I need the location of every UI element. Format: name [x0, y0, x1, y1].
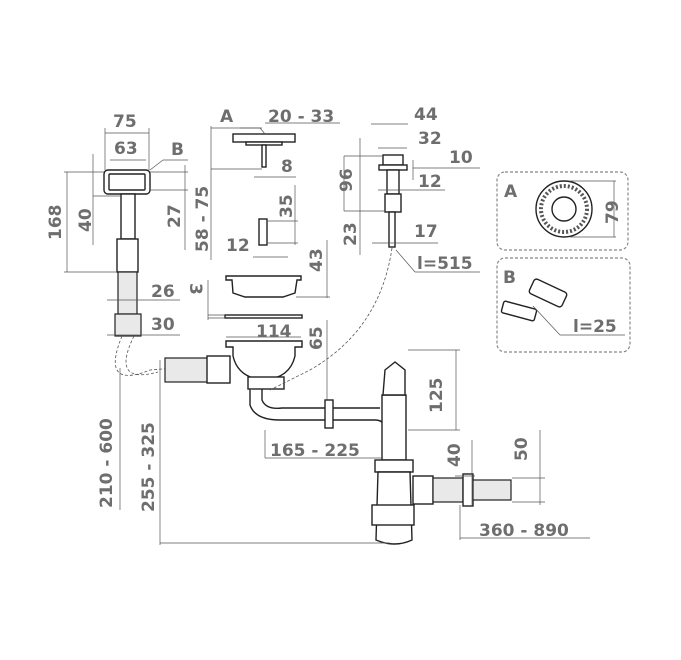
dim-button-height: 96 — [337, 168, 357, 192]
dim-screw-len: 35 — [277, 194, 297, 218]
dim-screw-dia: 12 — [226, 236, 250, 256]
detail-a-label: A — [504, 182, 518, 202]
dim-button-thread: 12 — [418, 172, 442, 192]
dim-strainer-dia: 79 — [603, 200, 623, 224]
dim-overflow-range: 210 - 600 — [97, 418, 117, 508]
dim-overflow-width-outer: 75 — [113, 112, 137, 132]
strainer-slots — [539, 184, 589, 234]
siphon-assembly — [249, 361, 512, 545]
dim-outlet-dia: 50 — [512, 437, 532, 461]
overflow-assembly — [103, 169, 176, 376]
dim-outlet-height: 40 — [445, 443, 465, 467]
dim-stem-dia: 8 — [281, 157, 293, 177]
label-part-b: B — [171, 140, 184, 160]
dim-hose-dia: 26 — [151, 282, 175, 302]
dim-horizontal-range: 165 - 225 — [270, 441, 360, 461]
detail-b-label: B — [503, 268, 516, 288]
dim-basket-dia: 114 — [256, 322, 292, 342]
dim-gasket: 3 — [185, 283, 205, 295]
button-dimensions — [343, 123, 480, 273]
dim-button-outer: 44 — [414, 105, 438, 125]
dim-overflow-height: 168 — [46, 205, 66, 241]
detail-box-a — [496, 171, 629, 251]
dim-height-small: 27 — [165, 204, 185, 228]
dim-outlet-length: 360 - 890 — [479, 521, 569, 541]
overflow-cover — [528, 278, 568, 308]
dim-trap-height: 125 — [427, 378, 447, 414]
dim-cable-length: l=515 — [417, 254, 473, 274]
dim-outlet-dia: 30 — [151, 315, 175, 335]
dim-basket-h: 43 — [307, 248, 327, 272]
dim-overflow-head: 40 — [76, 208, 96, 232]
label-plug-a: A — [220, 107, 234, 127]
dim-plug-range: 20 - 33 — [268, 107, 334, 127]
dim-button-cap: 10 — [449, 148, 473, 168]
overflow-dimensions — [64, 128, 188, 336]
dim-button-inner: 32 — [418, 129, 442, 149]
dim-body-h: 65 — [307, 326, 327, 350]
dim-overflow-width-inner: 63 — [114, 139, 138, 159]
dim-total-height: 255 - 325 — [139, 422, 159, 512]
overflow-plate — [500, 300, 538, 322]
plug-dimensions — [207, 122, 340, 410]
dim-height-range: 58 - 75 — [193, 186, 213, 252]
dim-button-lower: 23 — [341, 222, 361, 246]
dim-screw-length: l=25 — [573, 317, 617, 337]
siphon-dimensions — [119, 349, 590, 545]
dim-button-body: 17 — [414, 222, 438, 242]
button-assembly — [269, 154, 408, 391]
plug-parts — [164, 133, 303, 390]
